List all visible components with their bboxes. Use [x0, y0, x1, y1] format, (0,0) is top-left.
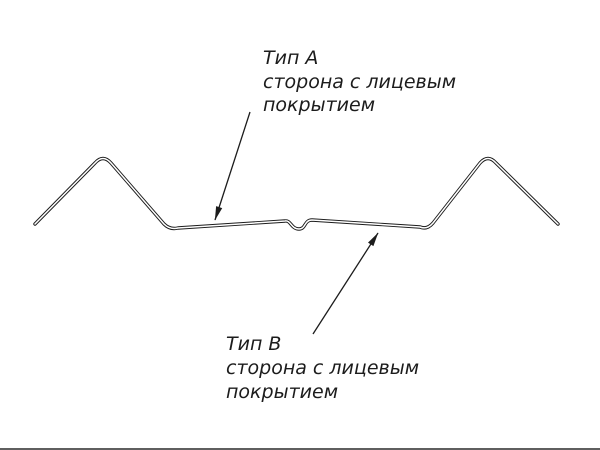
callout-type-a: Тип А сторона с лицевым покрытием	[263, 47, 456, 116]
type-a-line1: сторона с лицевым	[263, 71, 456, 93]
type-b-line1: сторона с лицевым	[226, 357, 419, 379]
type-b-line2: покрытием	[226, 381, 338, 403]
type-b-title: Тип В	[226, 333, 281, 355]
callout-type-b: Тип В сторона с лицевым покрытием	[226, 333, 419, 403]
leader-line-type-b	[312, 232, 379, 335]
type-a-title: Тип А	[263, 47, 318, 69]
profile-outline-outer	[33, 156, 560, 231]
profile-outline-inner	[34, 157, 559, 230]
leader-line-type-a	[214, 111, 251, 221]
type-a-line2: покрытием	[263, 94, 375, 116]
